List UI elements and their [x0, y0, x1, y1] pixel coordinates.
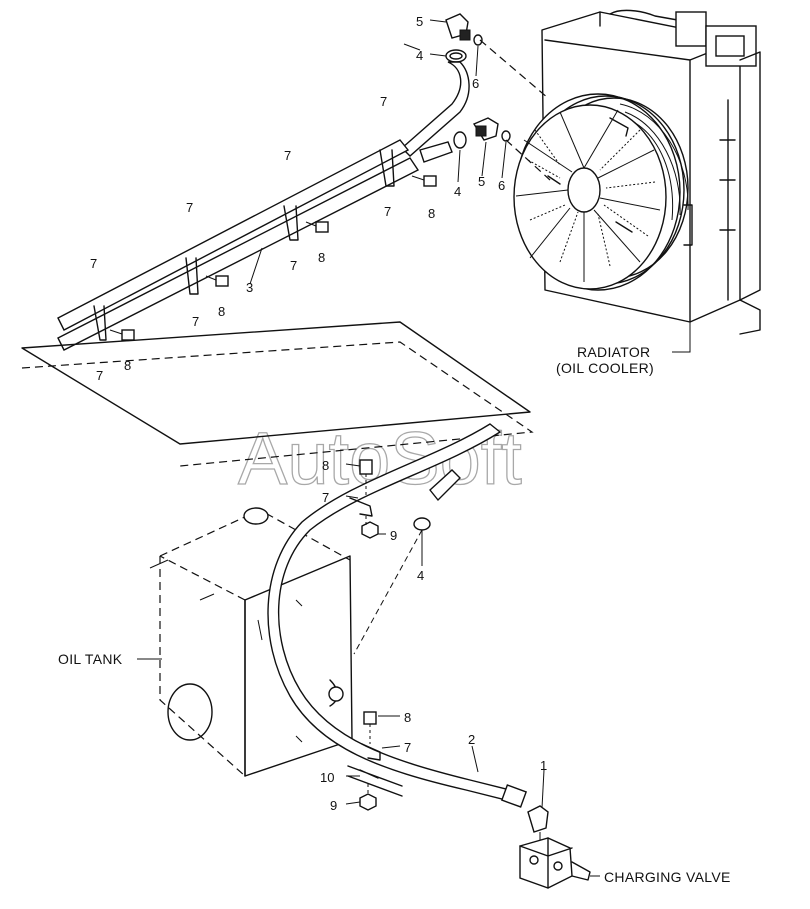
callout-7: 7 [380, 94, 387, 109]
callout-2: 2 [468, 732, 475, 747]
mounting-plate-outline [21, 321, 534, 467]
callout-4: 4 [454, 184, 461, 199]
charging-valve-label: CHARGING VALVE [604, 869, 731, 885]
oil-tank-label: OIL TANK [58, 651, 123, 667]
callout-7: 7 [284, 148, 291, 163]
callout-8: 8 [404, 710, 411, 725]
callout-9: 9 [390, 528, 397, 543]
callout-7: 7 [322, 490, 329, 505]
cooler-tube-pair [57, 139, 437, 351]
callout-leaders [249, 19, 545, 809]
radiator-label: RADIATOR [577, 344, 650, 360]
callout-7: 7 [404, 740, 411, 755]
callout-4: 4 [416, 48, 423, 63]
callout-6: 6 [498, 178, 505, 193]
callout-6: 6 [472, 76, 479, 91]
callout-5: 5 [478, 174, 485, 189]
callout-8: 8 [318, 250, 325, 265]
callout-7: 7 [290, 258, 297, 273]
callout-8: 8 [124, 358, 131, 373]
callout-9: 9 [330, 798, 337, 813]
callout-8: 8 [322, 458, 329, 473]
callout-7: 7 [192, 314, 199, 329]
charging-valve [519, 805, 600, 889]
oil-cooler-label: (OIL COOLER) [556, 360, 654, 376]
lower-clamp-set [347, 711, 403, 811]
callout-5: 5 [416, 14, 423, 29]
callout-7: 7 [384, 204, 391, 219]
callout-4: 4 [417, 568, 424, 583]
callout-8: 8 [218, 304, 225, 319]
callout-1: 1 [540, 758, 547, 773]
callout-numbers: 5 4 6 4 5 6 7 7 7 7 7 7 7 7 8 8 8 8 3 8 … [90, 14, 547, 813]
return-hose [267, 423, 528, 808]
callout-8: 8 [428, 206, 435, 221]
upper-clamp-set [349, 459, 379, 539]
callout-3: 3 [246, 280, 253, 295]
callout-7: 7 [186, 200, 193, 215]
radiator-assembly [479, 9, 761, 353]
callout-7: 7 [96, 368, 103, 383]
callout-7: 7 [90, 256, 97, 271]
oil-tank [149, 507, 353, 777]
upper-fittings [400, 13, 511, 163]
callout-10: 10 [320, 770, 334, 785]
